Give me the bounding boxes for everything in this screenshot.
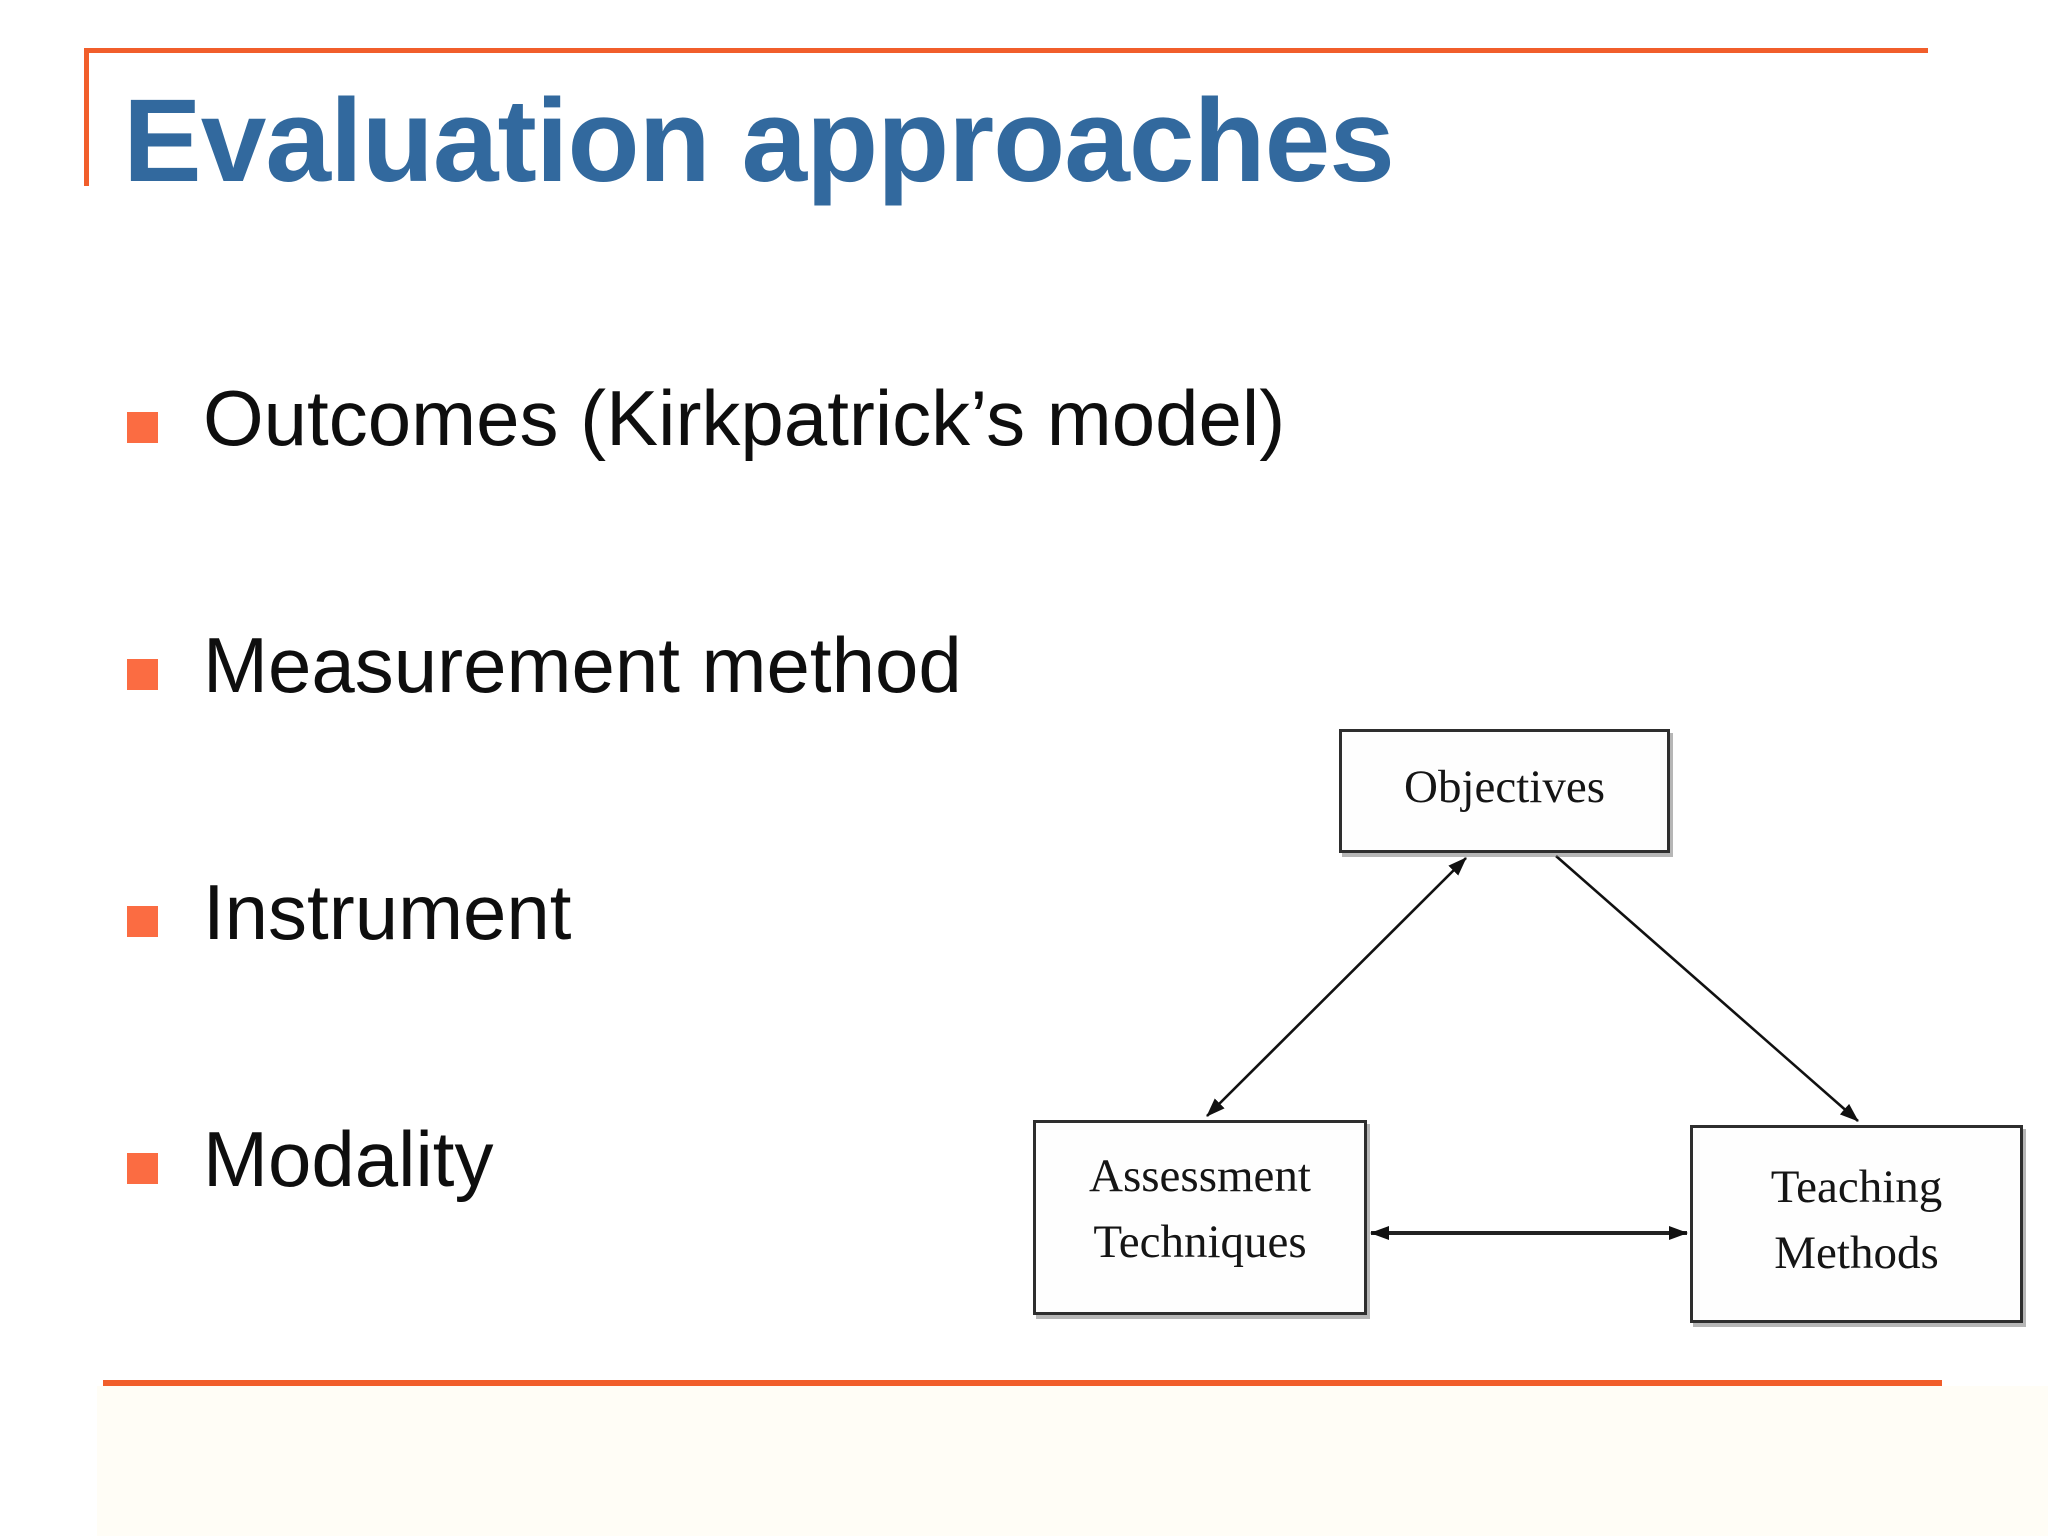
diagram-box-assessment-techniques: Assessment Techniques <box>1033 1120 1367 1315</box>
top-accent-rule <box>85 48 1928 53</box>
diagram-box-label: Objectives <box>1404 761 1605 813</box>
bullet-text: Outcomes (Kirkpatrick’s model) <box>203 374 1286 462</box>
bullet-square-icon <box>127 1153 158 1184</box>
bullet-text: Modality <box>203 1115 494 1203</box>
bullet-text: Instrument <box>203 868 572 956</box>
diagram-box-teaching-methods: Teaching Methods <box>1690 1125 2023 1323</box>
bullet-square-icon <box>127 412 158 443</box>
bottom-accent-rule <box>103 1380 1942 1386</box>
diagram-box-objectives: Objectives <box>1339 729 1670 853</box>
arrow-assessment-objectives <box>1206 857 1467 1117</box>
bullet-item-instrument: Instrument <box>127 873 571 951</box>
diagram-box-label: Techniques <box>1093 1216 1307 1268</box>
bullet-square-icon <box>127 659 158 690</box>
bullet-text: Measurement method <box>203 621 962 709</box>
diagram-box-label: Teaching <box>1770 1161 1943 1213</box>
arrow-objectives-teaching <box>1555 855 1859 1122</box>
diagram-box-label: Methods <box>1774 1227 1939 1279</box>
diagram-box-label: Assessment <box>1089 1150 1311 1202</box>
left-accent-rule <box>84 48 89 186</box>
bullet-item-modality: Modality <box>127 1120 493 1198</box>
footer-background-tint <box>97 1386 2048 1536</box>
slide-title: Evaluation approaches <box>123 75 1395 207</box>
bullet-item-measurement: Measurement method <box>127 626 962 704</box>
bullet-item-outcomes: Outcomes (Kirkpatrick’s model) <box>127 379 1285 457</box>
bullet-square-icon <box>127 906 158 937</box>
